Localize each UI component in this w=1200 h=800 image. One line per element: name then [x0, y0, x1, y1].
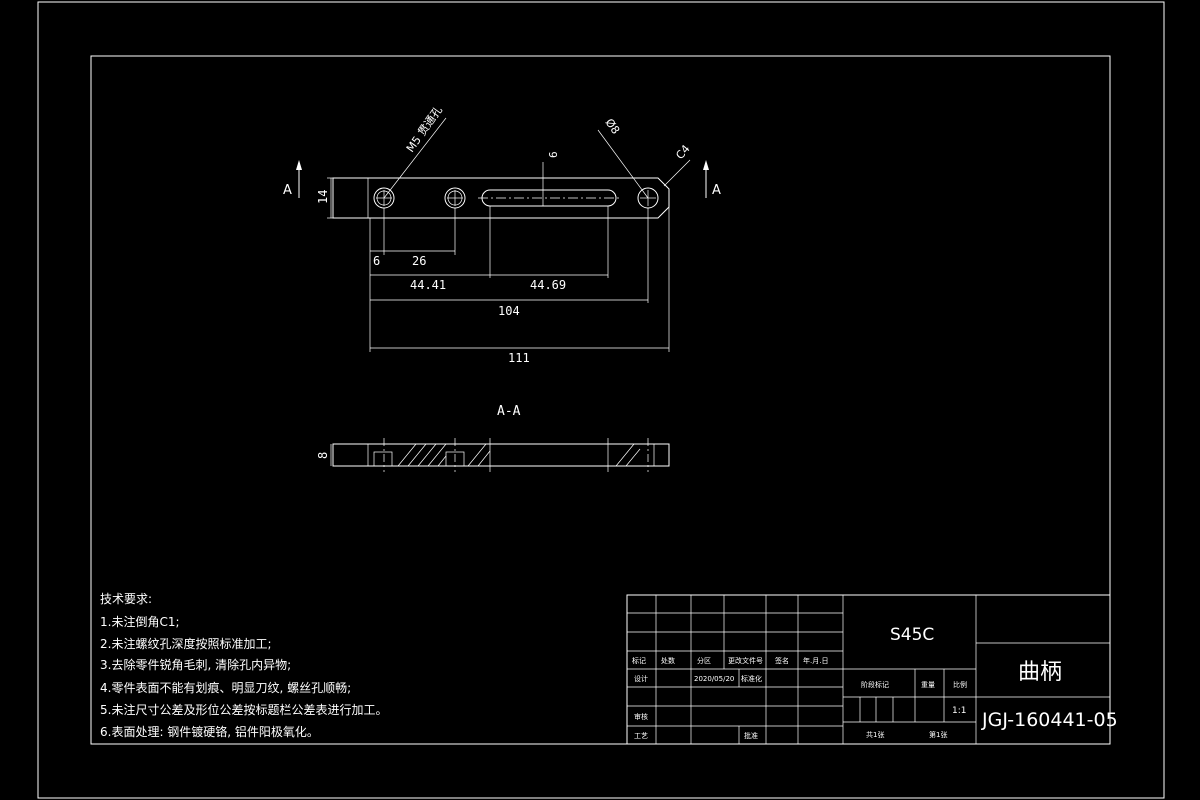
leader-c4 — [663, 159, 691, 187]
tech-item-6: 6.表面处理: 钢件镀硬铬, 铝件阳极氧化。 — [100, 724, 319, 739]
tech-item-5: 5.未注尺寸公差及形位公差按标题栏公差表进行加工。 — [100, 702, 387, 717]
leader-m5 — [383, 117, 447, 199]
dim-8: 8 — [316, 452, 330, 459]
process-label: 工艺 — [634, 732, 648, 740]
tech-item-2: 2.未注螺纹孔深度按照标准加工; — [100, 636, 272, 651]
dim-14: 14 — [316, 190, 330, 204]
callout-phi8: Ø8 — [603, 116, 623, 136]
section-hole-1 — [373, 451, 393, 467]
design-label: 设计 — [634, 674, 648, 683]
inner-frame — [90, 55, 1111, 745]
tech-item-4: 4.零件表面不能有划痕、明显刀纹, 螺丝孔顺畅; — [100, 680, 351, 695]
dim-4441: 44.41 — [410, 278, 446, 292]
dim-111: 111 — [508, 351, 530, 365]
top-view: A A 14 6 M5 贯通孔 Ø8 C4 — [283, 104, 721, 365]
outer-border — [37, 1, 1165, 799]
section-label-left: A — [283, 183, 292, 198]
rev-h2: 处数 — [661, 656, 675, 665]
rev-h6: 年.月.日 — [803, 656, 828, 665]
stage-mark-label: 阶段标记 — [861, 680, 889, 689]
design-date: 2020/05/20 — [694, 675, 734, 683]
tech-item-3: 3.去除零件锐角毛刺, 清除孔内异物; — [100, 657, 291, 672]
callout-c4: C4 — [673, 142, 692, 162]
rev-h3: 分区 — [697, 656, 711, 665]
standardize-label: 标准化 — [741, 674, 762, 683]
tech-requirements: 技术要求: 1.未注倒角C1; 2.未注螺纹孔深度按照标准加工; 3.去除零件锐… — [100, 592, 387, 739]
title-block: 标记 处数 分区 更改文件号 签名 年.月.日 设计 2020/05/20 标准… — [626, 594, 1118, 745]
rev-h4: 更改文件号 — [728, 656, 763, 665]
scale-value: 1:1 — [952, 706, 966, 716]
dim-26: 26 — [412, 254, 426, 268]
review-label: 审核 — [634, 712, 648, 721]
approve-label: 批准 — [744, 731, 758, 740]
sheets-total: 共1张 — [866, 730, 884, 739]
section-arrow-right-head — [703, 160, 709, 170]
material: S45C — [890, 625, 934, 645]
scale-label: 比例 — [953, 680, 967, 689]
section-view: A-A 8 — [316, 404, 670, 472]
dim-6-slot: 6 — [547, 151, 560, 158]
dimension-lines — [369, 206, 670, 352]
part-name: 曲柄 — [1018, 660, 1062, 685]
rev-h5: 签名 — [775, 656, 789, 665]
weight-label: 重量 — [921, 681, 935, 689]
dim-6-left: 6 — [373, 254, 380, 268]
section-title: A-A — [497, 404, 521, 419]
section-arrow-left-head — [296, 160, 302, 170]
section-label-right: A — [712, 183, 721, 198]
leader-phi8 — [597, 129, 649, 199]
tech-title: 技术要求: — [100, 592, 152, 606]
callout-m5: M5 贯通孔 — [404, 104, 445, 155]
dim-4469: 44.69 — [530, 278, 566, 292]
dim-104: 104 — [498, 304, 520, 318]
rev-h1: 标记 — [632, 656, 646, 665]
sheet-no: 第1张 — [929, 730, 947, 739]
hatching — [397, 443, 641, 467]
drawing-no: JGJ-160441-05 — [981, 709, 1118, 731]
section-outline — [332, 443, 670, 467]
tech-item-1: 1.未注倒角C1; — [100, 614, 180, 629]
